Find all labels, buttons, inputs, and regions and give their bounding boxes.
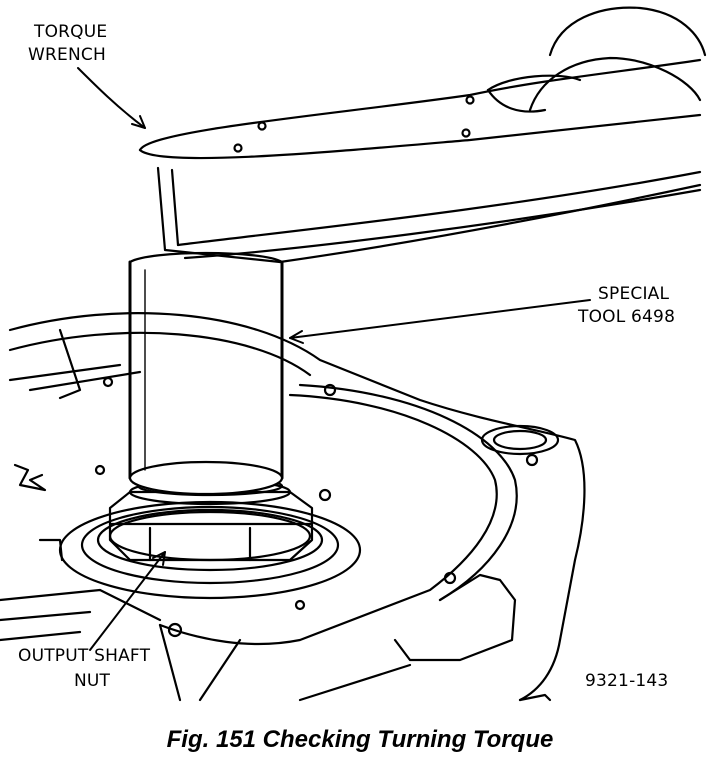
torque-wrench xyxy=(138,6,707,264)
label-special-tool-line1: SPECIAL xyxy=(598,284,669,304)
torque-wrench-leader xyxy=(77,67,146,129)
special-tool-leader xyxy=(289,299,591,339)
label-torque-wrench-line2: WRENCH xyxy=(28,45,106,65)
torque-wrench-arrowhead xyxy=(131,115,146,129)
leader-lines xyxy=(77,67,591,651)
special-tool-arrowhead xyxy=(289,330,304,344)
label-torque-wrench-line1: TORQUE xyxy=(33,22,107,42)
output-nut-arrowhead xyxy=(152,551,166,566)
label-output-nut-line2: NUT xyxy=(74,671,111,691)
label-special-tool-line2: TOOL 6498 xyxy=(577,307,675,327)
transmission-case xyxy=(0,312,586,702)
figure-code: 9321-143 xyxy=(585,671,668,691)
label-output-nut-line1: OUTPUT SHAFT xyxy=(18,646,151,666)
special-tool-socket xyxy=(128,251,284,496)
output-nut-leader xyxy=(89,551,166,651)
output-shaft-nut-assembly xyxy=(58,475,362,600)
figure-caption: Fig. 151 Checking Turning Torque xyxy=(166,726,554,753)
